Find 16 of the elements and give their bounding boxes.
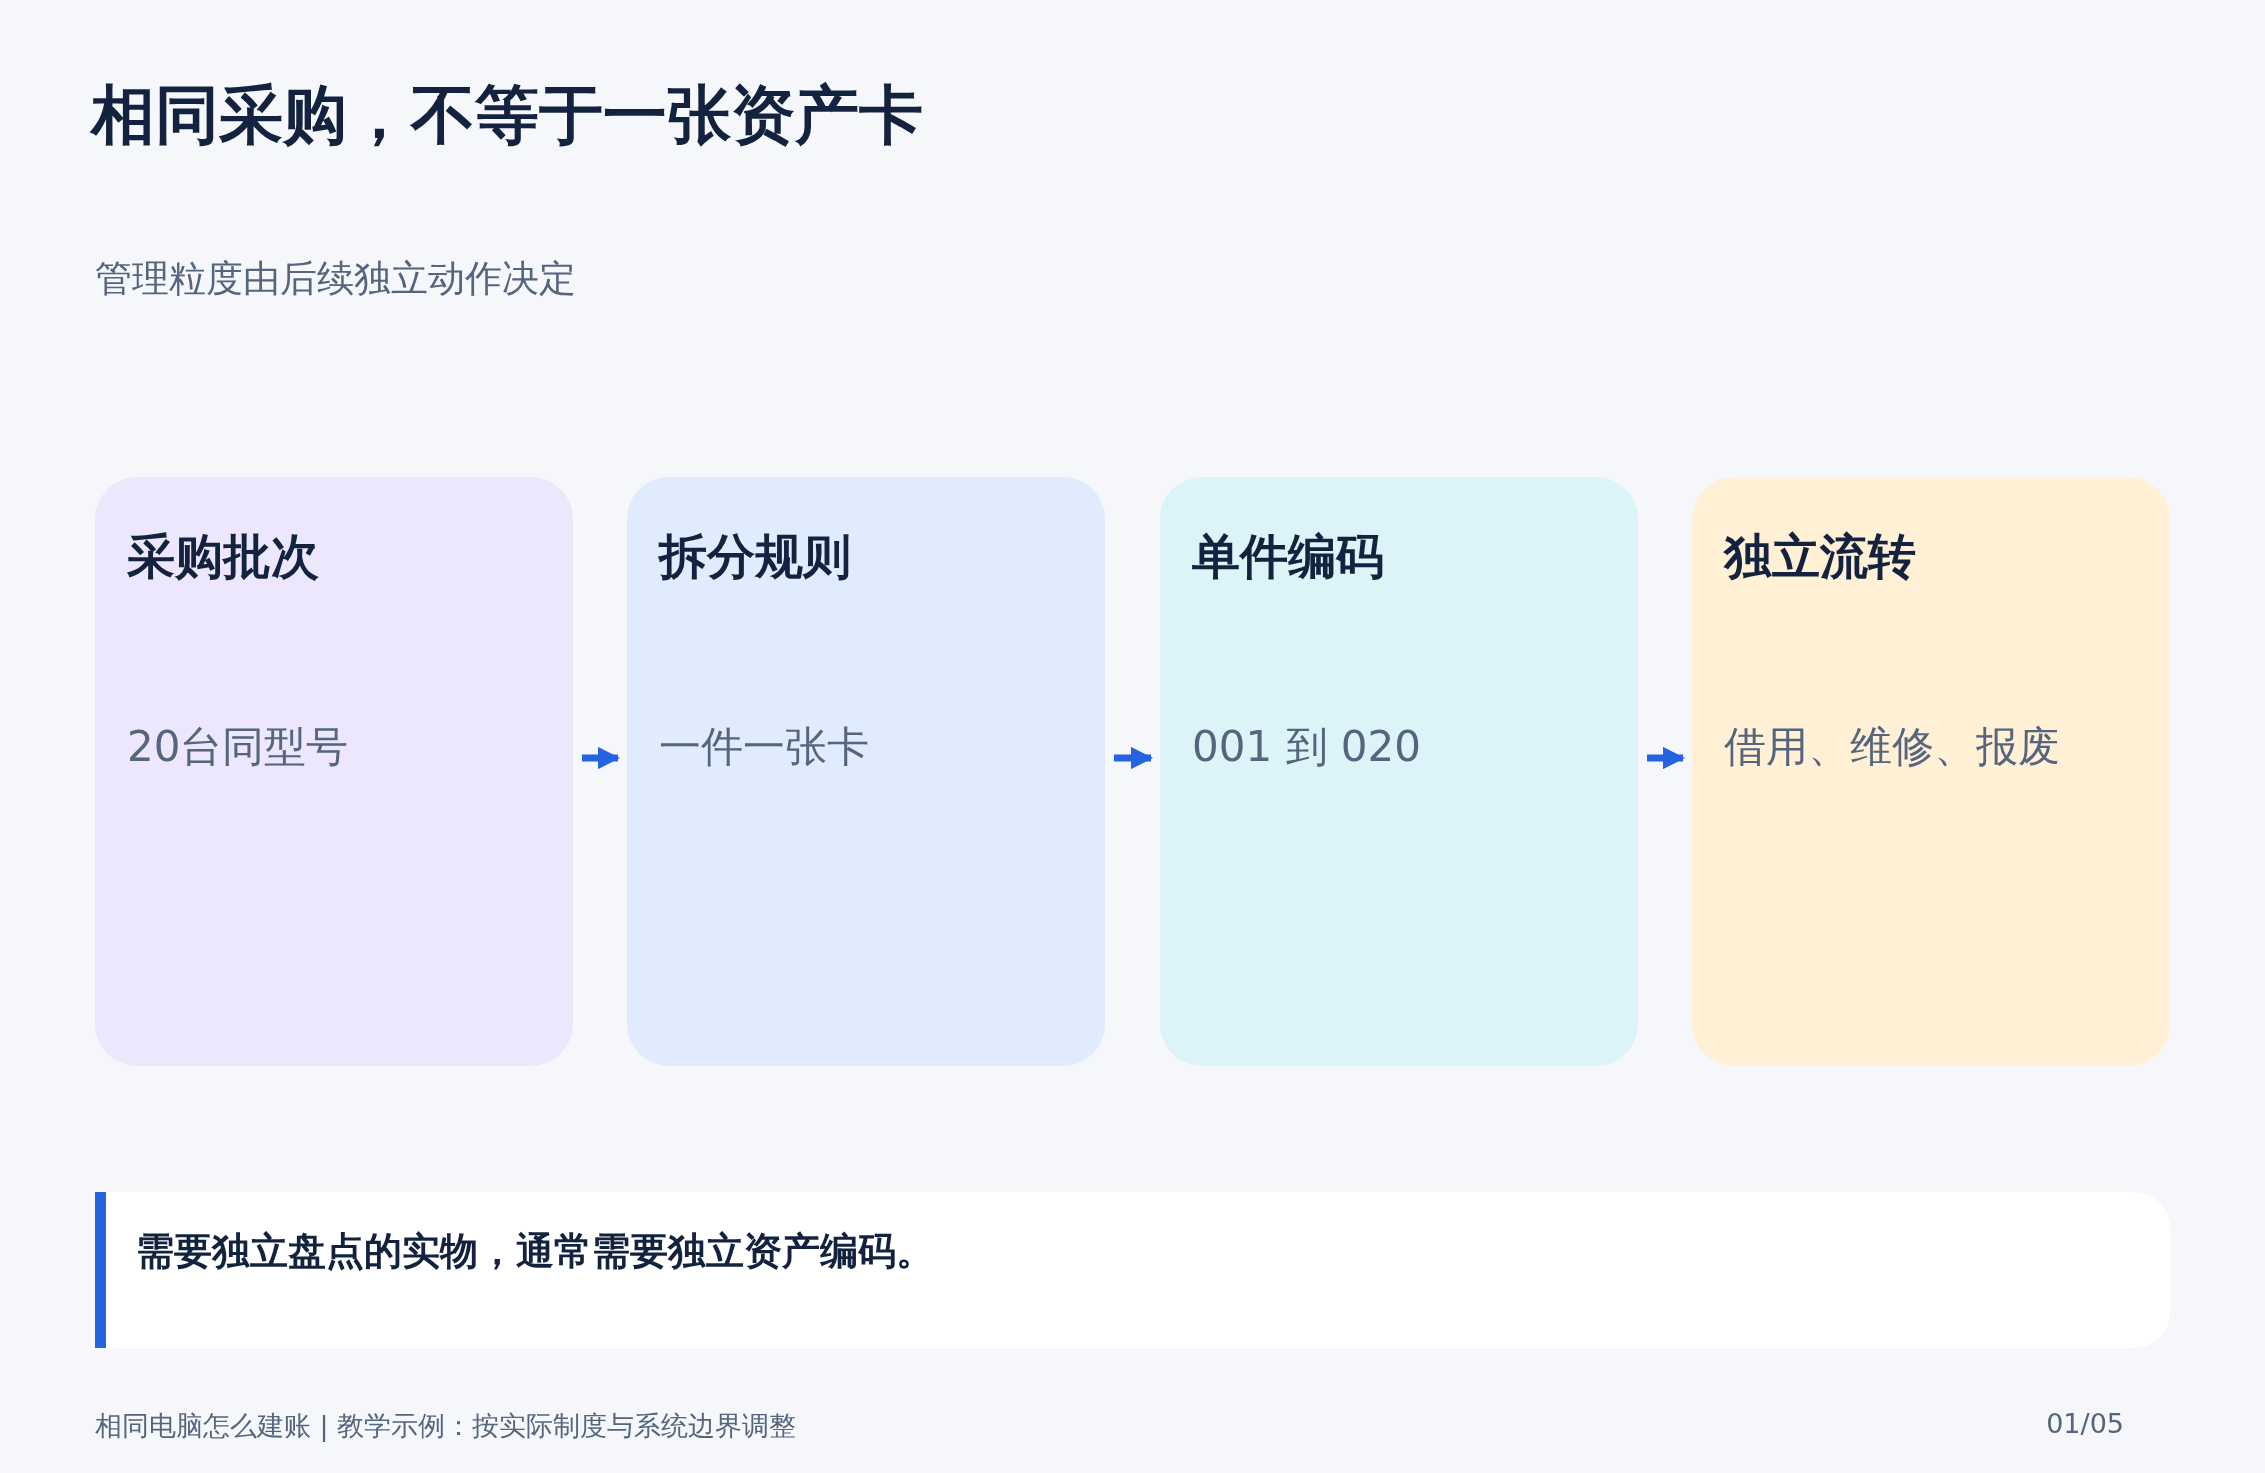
- card-text: 20台同型号: [127, 721, 349, 773]
- step-card: [1160, 477, 1638, 1066]
- card-text: 借用、维修、报废: [1724, 721, 2060, 773]
- card-heading: 单件编码: [1192, 527, 1384, 586]
- card-text: 一件一张卡: [659, 721, 869, 773]
- page-number: 01/05: [2046, 1408, 2124, 1439]
- card-heading: 独立流转: [1724, 527, 1916, 586]
- footer-text: 相同电脑怎么建账 | 教学示例：按实际制度与系统边界调整: [95, 1409, 797, 1444]
- subtitle: 管理粒度由后续独立动作决定: [95, 256, 576, 302]
- page-title: 相同采购，不等于一张资产卡: [91, 77, 923, 154]
- card-heading: 拆分规则: [659, 527, 851, 586]
- card-heading: 采购批次: [127, 527, 319, 586]
- callout-text: 需要独立盘点的实物，通常需要独立资产编码。: [136, 1228, 934, 1275]
- step-card: [1692, 477, 2170, 1066]
- card-text: 001 到 020: [1192, 721, 1422, 773]
- callout-panel: [95, 1192, 2170, 1348]
